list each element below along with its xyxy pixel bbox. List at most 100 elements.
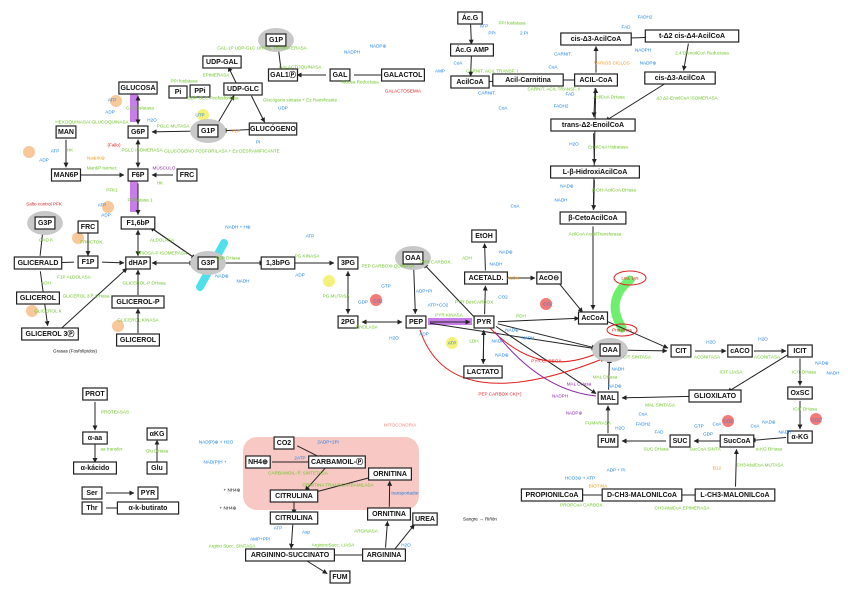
metabolite-box — [597, 391, 619, 405]
enzyme-label: ADH — [462, 256, 472, 261]
annotation-label: NADP⊕ — [566, 411, 583, 416]
metabolite-label: cis-Δ3-AcilCoA — [655, 75, 706, 82]
enzyme-label: PG KINASA — [295, 254, 321, 259]
annotation-label: Na⊕/K⊕ — [87, 156, 105, 161]
metabolite-label: Ác.G — [462, 13, 479, 22]
enzyme-label: GLICEROL K — [34, 309, 62, 314]
enzyme-label: ArgininoSucc. LIASA — [312, 543, 356, 548]
cofactor-label: ATP — [98, 203, 107, 208]
metabolite-box — [34, 216, 56, 230]
metabolite-label: αKG — [150, 431, 165, 438]
annotation-label: NADPH — [552, 394, 568, 399]
metabolite-galactol: GALACTOL — [381, 68, 426, 82]
metabolite-etoh: EtOH — [471, 229, 497, 243]
enzyme-label: Aldosa Reductasa — [341, 80, 379, 85]
metabolite-label: Pi — [175, 89, 182, 96]
cofactor-label: NADP⊕ — [640, 61, 657, 66]
metabolite-label: dHAP — [128, 260, 147, 267]
enzyme-label: α-KG DHasa — [756, 447, 783, 452]
metabolite-box — [405, 315, 427, 329]
metabolite-box — [669, 434, 691, 448]
enzyme-label: AcilCoA DHasa — [593, 95, 625, 100]
annotation-label: MITOCONDRIA — [384, 423, 418, 428]
metabolite-bpg13: 1,3bPG — [260, 256, 296, 270]
cofactor-label: ADP — [39, 158, 48, 163]
metabolite-label: MAN — [58, 129, 74, 136]
metabolite-label: GLIOXILATO — [694, 393, 737, 400]
cofactor-label: FAD — [566, 92, 576, 97]
metabolite-arginina: ARGININA — [362, 548, 407, 562]
annotation-label: (Fallo) — [107, 143, 120, 148]
cofactor-label: ADP — [295, 273, 304, 278]
enzyme-label: ALDOLASA — [150, 238, 175, 243]
enzyme-label: GLICEROL 3Ⓟ DHasa — [63, 293, 110, 300]
metabolite-box — [248, 122, 298, 136]
metabolite-box — [719, 434, 755, 448]
metabolite-label: UDP-GAL — [206, 59, 239, 66]
metabolite-box — [176, 168, 198, 182]
reaction-arrow — [250, 95, 266, 123]
metabolite-box — [168, 85, 188, 99]
metabolite-box — [260, 256, 296, 270]
cofactor-label: NAD⊕ — [215, 274, 229, 279]
metabolite-box — [368, 467, 413, 481]
metabolite-gal1p: GAL1Ⓟ — [267, 68, 299, 82]
metabolite-box — [118, 81, 158, 95]
metabolite-label: OAA — [405, 255, 421, 262]
metabolite-box — [688, 389, 742, 403]
metabolite-label: G3P — [201, 260, 215, 267]
metabolite-nh4: NH4⊕ — [245, 455, 271, 469]
metabolite-fum2: FUM — [329, 570, 351, 584]
metabolite-thr: Thr — [81, 501, 103, 515]
metabolite-label: GLICERALD — [18, 260, 59, 267]
metabolite-box — [197, 124, 219, 138]
enzyme-label: ICIT DHasa — [792, 370, 816, 375]
enzyme-label: PG MUTASA — [323, 294, 351, 299]
cofactor-highlight — [23, 146, 35, 158]
metabolite-label: F1P — [82, 259, 95, 266]
cofactor-label: ADP — [101, 213, 110, 218]
reaction-arrow — [482, 285, 488, 315]
cofactor-label: ADP+Pi — [416, 289, 432, 294]
enzyme-label: CIT SINTASA — [623, 355, 652, 360]
cofactor-label: HCO3⊖ + ATP — [565, 476, 595, 481]
highlight-bar — [130, 92, 138, 122]
metabolite-label: PPi — [194, 88, 205, 95]
reaction-arrow — [151, 129, 195, 135]
highlight-bar — [130, 180, 138, 212]
metabolite-label: GLICEROL — [20, 295, 57, 302]
metabolite-box — [381, 68, 426, 82]
metabolite-box — [601, 488, 683, 502]
pyr-carboxylase-arrow — [489, 327, 601, 363]
enzyme-label: EPIMERASA — [203, 73, 231, 78]
cofactor-label: CO2 — [723, 419, 733, 424]
metabolite-label: GALACTOL — [384, 72, 423, 79]
metabolite-oxsc: OxSC — [787, 386, 813, 400]
leu-lys-circle — [613, 270, 647, 286]
metabolite-frc2: FRC — [77, 220, 99, 234]
enzyme-label: Δ3 Δ2-EnoilCoA ISOMERASA — [656, 96, 718, 101]
cofactor-label: FADH2 — [636, 422, 651, 427]
metabolite-mal: MAL — [597, 391, 619, 405]
cofactor-label: ATP — [274, 526, 283, 531]
metabolite-label: L-CH3-MALONILCoA — [700, 492, 769, 499]
metabolite-box — [644, 29, 740, 43]
metabolite-label: UREA — [415, 516, 435, 523]
metabolite-cit: CIT — [670, 344, 692, 358]
annotation-label: MAL DHasa — [567, 382, 592, 387]
metabolite-label: ARGININO-SUCCINATO — [251, 552, 330, 559]
metabolite-box — [670, 344, 692, 358]
metabolite-box — [77, 220, 99, 234]
metabolite-box — [116, 501, 180, 515]
metabolite-label: cACO — [730, 348, 750, 355]
cofactor-label: ADP + Pi — [607, 468, 626, 473]
enzyme-label: PPi fosfatasa — [170, 79, 198, 84]
metabolite-acgamp: Ác.G AMP — [450, 43, 495, 57]
metabolite-box — [599, 343, 621, 357]
metabolite-box — [559, 211, 627, 225]
annotation-label: Leu, Lys — [621, 276, 639, 281]
metabolite-akbut: α-k-butirato — [116, 501, 180, 515]
metabolite-label: G3P — [38, 220, 52, 227]
metabolite-label: PEP — [409, 319, 423, 326]
metabolite-label: CO2 — [277, 440, 292, 447]
